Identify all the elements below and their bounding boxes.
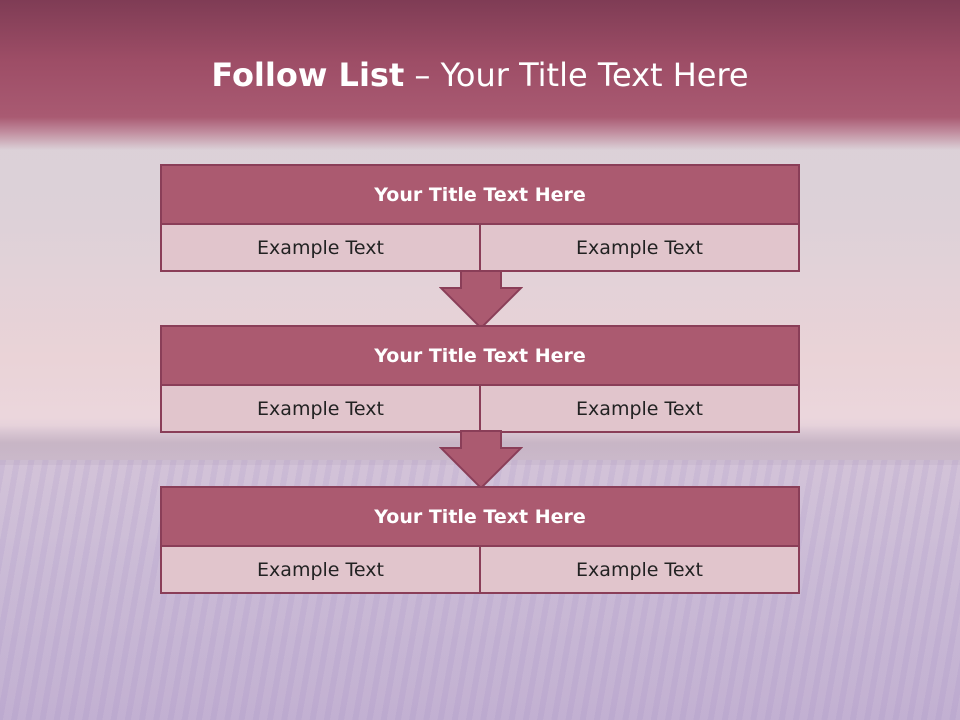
step-title: Your Title Text Here [162,166,798,225]
step-cell-right: Example Text [479,386,798,431]
step-title: Your Title Text Here [162,327,798,386]
down-arrow-icon [439,430,523,490]
step-title: Your Title Text Here [162,488,798,547]
step-cell-left: Example Text [162,547,479,592]
step-row: Example Text Example Text [162,386,798,431]
step-cell-left: Example Text [162,386,479,431]
step-box-1: Your Title Text Here Example Text Exampl… [160,164,800,272]
step-row: Example Text Example Text [162,547,798,592]
step-cell-right: Example Text [479,547,798,592]
step-cell-left: Example Text [162,225,479,270]
step-box-2: Your Title Text Here Example Text Exampl… [160,325,800,433]
slide-title-bold: Follow List [211,56,405,94]
step-cell-right: Example Text [479,225,798,270]
down-arrow-icon [439,270,523,330]
slide-title-rest: – Your Title Text Here [404,56,749,94]
title-band [0,0,960,150]
step-row: Example Text Example Text [162,225,798,270]
slide-title: Follow List – Your Title Text Here [0,56,960,94]
step-box-3: Your Title Text Here Example Text Exampl… [160,486,800,594]
